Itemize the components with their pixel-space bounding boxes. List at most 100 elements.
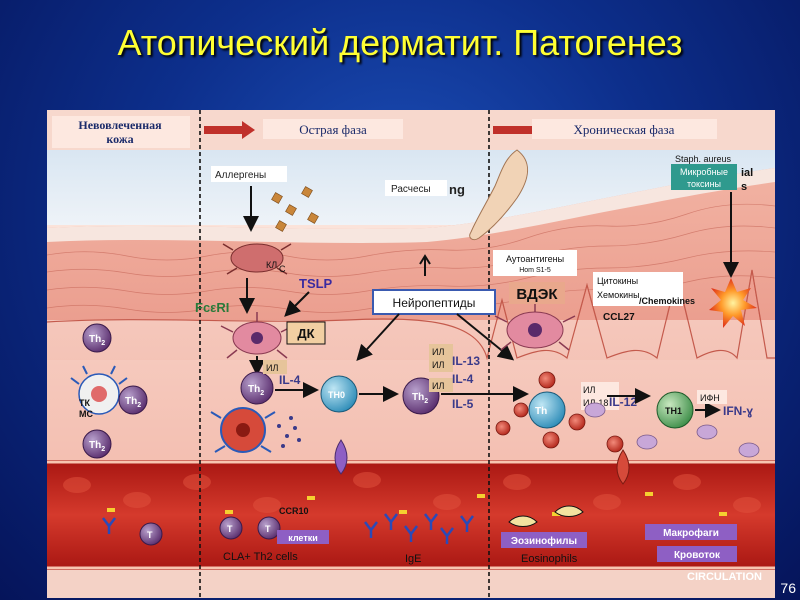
th2-cell-middle-left xyxy=(118,385,148,415)
microbial-label-box xyxy=(671,164,737,190)
eosinophils-label: Eosinophils xyxy=(521,553,578,565)
t-cell-2-label: T xyxy=(227,524,233,534)
th0-cell xyxy=(320,375,358,413)
uninvolved-label-line1: Невовлеченная xyxy=(78,118,162,132)
neuropeptides-label-box xyxy=(372,289,496,315)
phase-arrow-1 xyxy=(204,121,255,139)
microbial-en-fragment-1: ial xyxy=(741,167,753,179)
scratching-label-box xyxy=(385,180,447,196)
blood-label: Кровоток xyxy=(674,550,721,561)
t-cell-3-label: T xyxy=(265,524,271,534)
t-cell-1-label: T xyxy=(147,530,153,540)
red-blood-cells xyxy=(63,472,761,513)
uninvolved-label-box xyxy=(52,116,190,148)
langerhans-cell xyxy=(222,243,292,275)
platelets xyxy=(107,492,727,516)
il5-label: IL-5 xyxy=(452,397,474,411)
page-number: 76 xyxy=(780,580,796,596)
hom-label: Hom S1-5 xyxy=(519,267,551,274)
allergens-label-box xyxy=(211,166,287,182)
ccl27-label: CCL27 xyxy=(603,312,635,323)
il4-mid-label: IL-4 xyxy=(452,372,474,386)
chronic-phase-label: Хроническая фаза xyxy=(574,122,675,137)
autoantigens-label-box xyxy=(493,250,577,276)
tissue-eosinophils xyxy=(495,371,624,453)
th2-cell-right xyxy=(528,391,566,429)
il-left-box xyxy=(263,360,287,374)
th2-label-lower-left: Th2 xyxy=(89,440,105,453)
eosinophils-ru-label-box xyxy=(501,532,587,548)
th2-cell-upper-left xyxy=(82,323,112,353)
t-cell-3 xyxy=(257,516,281,540)
circulation-label: CIRCULATION xyxy=(687,571,762,583)
neuropeptides-label: Нейропептиды xyxy=(393,296,476,310)
degranulating-mast-cell xyxy=(210,407,276,453)
allergens-label: Аллергены xyxy=(215,170,266,181)
toxin-burst xyxy=(709,278,757,328)
neuro-arrow-up xyxy=(419,254,431,276)
scratching-en-fragment: ng xyxy=(449,182,465,197)
vessel-eosinophils xyxy=(508,505,584,527)
transmigrating-eosinophil xyxy=(616,449,630,485)
ifn-label: IFN-ɣ xyxy=(723,404,753,418)
cytokines-label-2: Хемокины xyxy=(597,290,640,300)
cytokines-label-1: Цитокины xyxy=(597,276,638,286)
th2-cell-center xyxy=(240,371,274,405)
ccr10-label: CCR10 xyxy=(279,506,309,516)
neuro-arrow-right xyxy=(456,313,515,361)
ige-label: IgE xyxy=(405,553,422,565)
ifn-ru-label: ИФН xyxy=(700,393,720,403)
cells-label-box xyxy=(277,530,329,544)
tc-label: ТК xyxy=(79,398,90,408)
blood-vessel xyxy=(47,460,775,570)
allergen-particles xyxy=(271,186,319,232)
vessel-wall xyxy=(47,460,775,570)
tslp-arrow xyxy=(284,291,310,317)
th2-label-middle-left: Th2 xyxy=(125,396,141,409)
th0-label: TH0 xyxy=(328,390,345,400)
chemokines-en-fragment: /Chemokines xyxy=(639,296,695,306)
vdek-cell xyxy=(494,300,576,351)
lc-label: КЛ xyxy=(266,260,277,270)
page-title: Атопический дерматит. Патогенез xyxy=(117,22,683,63)
cytokines-label-box xyxy=(593,272,683,306)
macrophages-label: Макрофаги xyxy=(663,527,719,539)
vdek-label-box xyxy=(509,282,565,304)
il12-label: IL-12 xyxy=(609,395,637,409)
transmigrating-cell xyxy=(334,439,348,475)
neuro-arrow-left xyxy=(356,313,400,361)
chronic-label-box xyxy=(532,119,717,139)
basement-membrane xyxy=(47,269,775,361)
scratching-label: Расчесы xyxy=(391,184,431,195)
th1-label: TH1 xyxy=(665,406,682,416)
macrophages-label-box xyxy=(645,524,737,540)
mc-label: МС xyxy=(79,409,93,419)
ige-antibodies xyxy=(102,513,474,544)
fceri-label: FcεRI xyxy=(195,300,229,315)
cla-th2-label: CLA+ Th2 cells xyxy=(223,551,298,563)
t-cell-2 xyxy=(219,516,243,540)
lc-en-fragment: C xyxy=(279,264,286,274)
atopic-dermatitis-pathogenesis-diagram: Невовлеченная кожа Острая фаза Хроническ… xyxy=(47,110,775,598)
acute-label-box xyxy=(263,119,403,139)
bottom-band xyxy=(47,570,775,598)
autoantigens-label: Аутоантигены xyxy=(506,254,564,264)
t-cell-1 xyxy=(139,522,163,546)
macrophage-cells xyxy=(584,402,760,458)
tslp-label: TSLP xyxy=(299,276,333,291)
dc-label-box xyxy=(286,321,326,345)
microbial-label-2: токсины xyxy=(687,179,721,189)
phase-arrow-2 xyxy=(493,121,550,139)
il-mid2-box xyxy=(429,378,453,392)
ifn-ru-box xyxy=(697,390,727,404)
microbial-en-fragment-2: s xyxy=(741,181,747,193)
th2-cell-lower-left xyxy=(82,429,112,459)
uninvolved-label-line2: кожа xyxy=(106,132,133,146)
il-mid-label-1: ИЛ xyxy=(432,347,444,357)
th2-label-mid: Th2 xyxy=(412,392,428,405)
microbial-label-1: Микробные xyxy=(680,167,728,177)
il-mid-box xyxy=(429,344,453,372)
staph-label: Staph. aureus xyxy=(675,154,732,164)
il4-left-label: IL-4 xyxy=(279,373,301,387)
mast-cell xyxy=(70,365,128,415)
